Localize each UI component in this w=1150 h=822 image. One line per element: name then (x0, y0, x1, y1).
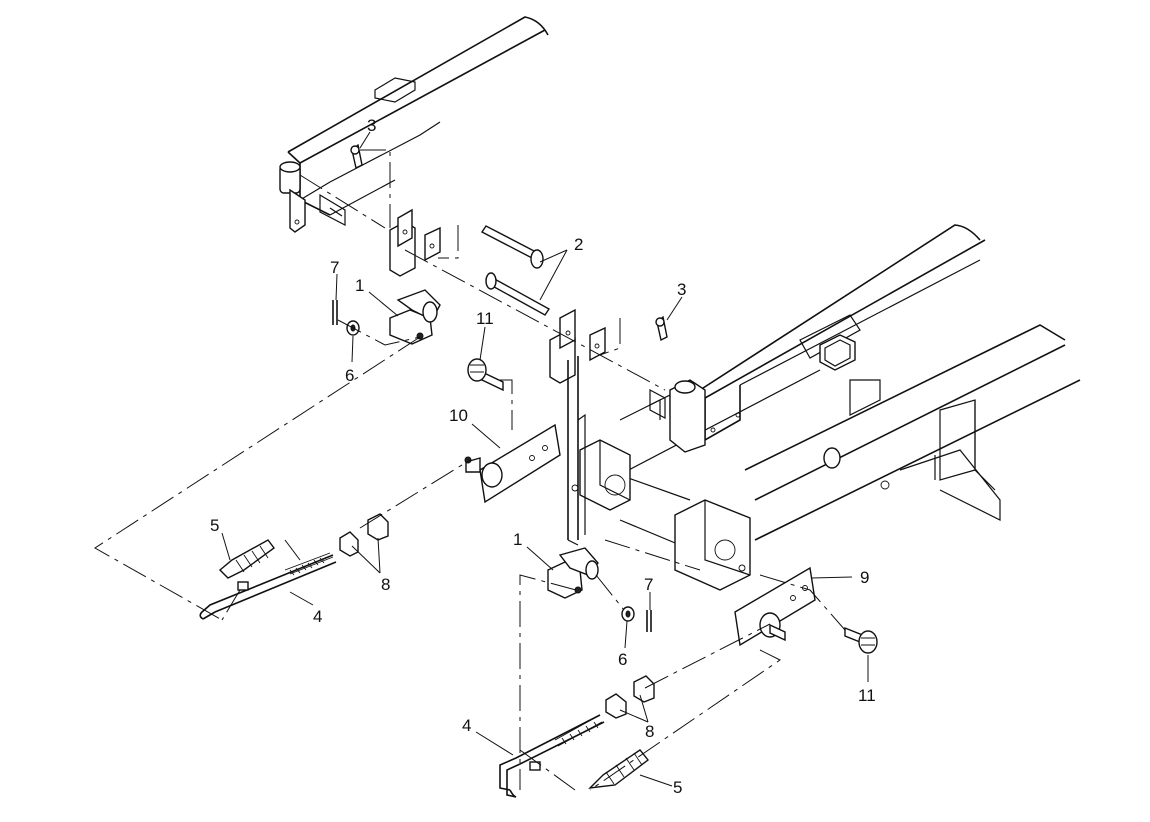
callout-8-left: 8 (381, 575, 390, 594)
adjuster-plate-10 (464, 423, 561, 504)
adjuster-rods (199, 552, 605, 798)
callout-labels: 3 2 3 7 1 6 11 10 5 8 4 1 7 6 9 11 8 4 5 (210, 116, 876, 797)
upper-deck-frame (279, 16, 549, 233)
lever-upper (389, 289, 441, 345)
callout-3-right: 3 (677, 280, 686, 299)
cotter-pins (332, 300, 652, 632)
hairpin-clips (350, 143, 668, 342)
callout-10: 10 (449, 406, 468, 425)
callout-6-lower: 6 (618, 650, 627, 669)
callout-7-upper: 7 (330, 258, 339, 277)
callout-2: 2 (574, 235, 583, 254)
springs (218, 539, 649, 789)
callout-9: 9 (860, 568, 869, 587)
callout-5-left: 5 (210, 516, 219, 535)
clevis-pins (480, 225, 551, 316)
washers (346, 320, 635, 622)
assembly-lines (94, 174, 846, 791)
callout-1-upper: 1 (355, 276, 364, 295)
callout-11-upper: 11 (476, 309, 494, 328)
callout-6-upper: 6 (345, 366, 354, 385)
adjuster-plate-9 (734, 566, 816, 647)
callout-3-upper: 3 (367, 116, 376, 135)
flange-bolts (467, 358, 878, 654)
right-deck-frame (579, 224, 1081, 591)
callout-7-lower: 7 (644, 575, 653, 594)
callout-8-lower: 8 (645, 722, 654, 741)
callout-11-lower: 11 (858, 686, 876, 705)
leader-lines (221, 131, 869, 787)
callout-4-lower: 4 (462, 716, 471, 735)
linkage-rods (567, 356, 586, 546)
lever-lower (547, 547, 599, 599)
upper-brackets (389, 208, 741, 453)
callout-5-lower: 5 (673, 778, 682, 797)
callout-4-left: 4 (313, 607, 322, 626)
nuts (339, 513, 655, 719)
callout-1-lower: 1 (513, 530, 522, 549)
